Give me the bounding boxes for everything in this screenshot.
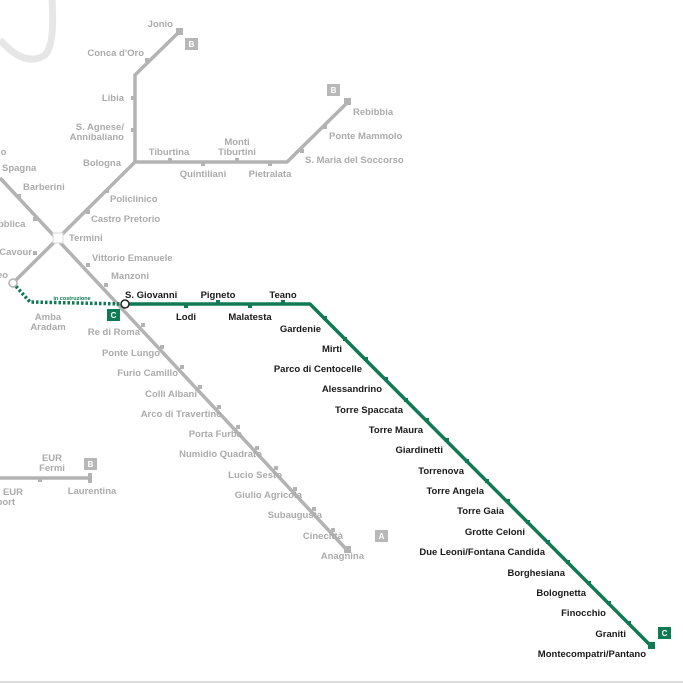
station-label[interactable]: Anagnina [321,551,365,562]
station-label[interactable]: Lucio Sesto [228,470,282,481]
station-label[interactable]: Libia [102,93,125,104]
line-c-labels: in costruzione Amba Aradam S. Giovanni L… [30,290,646,660]
station-label-partial[interactable]: bblica [0,219,26,230]
station-label[interactable]: Grotte Celoni [465,527,525,538]
svg-text:B: B [189,40,195,49]
station-label[interactable]: EUR [3,487,23,498]
station-label[interactable]: Malatesta [228,312,272,323]
colosseo-interchange [8,278,18,288]
station-label[interactable]: Due Leoni/Fontana Candida [419,547,545,558]
station-label[interactable]: Torre Maura [369,425,424,436]
termini-interchange [52,232,64,244]
station-label[interactable]: Colli Albani [145,389,197,400]
station-label[interactable]: Cavour [0,247,32,258]
station-label[interactable]: Finocchio [561,608,606,619]
station-label[interactable]: Torrenova [418,466,464,477]
svg-text:A: A [379,532,385,541]
station-label[interactable]: Laurentina [68,486,117,497]
station-label-partial[interactable]: Spagna [2,163,37,174]
line-a-labels: io Spagna bblica eo Barberini Vittorio E… [0,147,365,562]
station-label[interactable]: Monti [224,137,249,148]
station-label[interactable]: Amba [35,312,62,323]
svg-text:C: C [662,629,668,638]
station-label[interactable]: Cinecittà [303,531,344,542]
badge-b-south: B [84,458,97,470]
station-label[interactable]: Torre Spaccata [335,405,404,416]
station-label[interactable]: Annibaliano [70,132,125,143]
station-label[interactable]: Pietralata [249,169,292,180]
station-label[interactable]: Jonio [148,19,174,30]
station-label[interactable]: S. Agnese/ [76,122,125,133]
station-label[interactable]: alasport [0,497,16,508]
station-label[interactable]: EUR [42,453,62,464]
station-label[interactable]: Castro Pretorio [91,214,160,225]
station-label[interactable]: Tiburtina [149,147,190,158]
station-label[interactable]: Parco di Centocelle [274,364,362,375]
station-label-partial[interactable]: eo [0,270,8,281]
station-label[interactable]: Arco di Travertino [141,409,222,420]
station-label[interactable]: Giardinetti [395,445,443,456]
station-label[interactable]: Termini [69,233,103,244]
station-label[interactable]: Torre Gaia [457,506,505,517]
station-label[interactable]: Policlinico [110,194,158,205]
station-label[interactable]: Quintiliani [180,169,226,180]
station-label[interactable]: Bologna [83,158,122,169]
line-b-labels: Jonio Conca d'Oro Libia S. Agnese/ Annib… [0,19,404,508]
station-label[interactable]: Tiburtini [218,147,256,158]
badge-b-east: B [327,84,340,96]
station-label[interactable]: Subaugusta [268,510,323,521]
station-label[interactable]: Re di Roma [88,327,141,338]
station-label[interactable]: Borghesiana [507,568,565,579]
gray-station-ticks [17,28,351,553]
station-label[interactable]: Conca d'Oro [87,48,144,59]
station-label[interactable]: Ponte Mammolo [329,131,403,142]
station-label[interactable]: Teano [269,290,296,301]
station-label[interactable]: Bolognetta [536,588,586,599]
station-label[interactable]: Pigneto [201,290,236,301]
line-b [0,29,350,480]
station-label[interactable]: Torre Angela [426,486,484,497]
river [0,0,57,63]
svg-text:B: B [88,460,94,469]
station-label[interactable]: Lodi [176,312,196,323]
station-label[interactable]: Fermi [39,463,65,474]
station-label[interactable]: Numidio Quadrato [179,449,262,460]
svg-text:C: C [111,311,117,320]
bottom-divider [0,681,683,683]
station-label[interactable]: Mirti [322,344,342,355]
badge-c-west: C [107,309,120,321]
construction-label: in costruzione [53,296,90,302]
badge-a: A [375,530,388,542]
station-label[interactable]: Gardenie [280,324,321,335]
station-label[interactable]: Ponte Lungo [102,348,160,359]
badge-b-north: B [185,38,198,50]
station-label[interactable]: Vittorio Emanuele [92,253,173,264]
station-label[interactable]: Porta Furba [189,429,243,440]
svg-text:B: B [331,86,337,95]
station-label[interactable]: Aradam [30,322,65,333]
station-label[interactable]: Manzoni [111,271,149,282]
station-label-terminus[interactable]: Montecompatri/Pantano [538,649,646,660]
station-label-partial[interactable]: io [0,147,7,158]
station-label[interactable]: Alessandrino [322,384,382,395]
station-label[interactable]: S. Maria del Soccorso [305,155,404,166]
station-label[interactable]: Graniti [595,629,626,640]
station-label[interactable]: S. Giovanni [125,290,177,301]
badge-c-east: C [658,627,671,639]
line-c-station-ticks [184,300,655,649]
station-label[interactable]: Barberini [23,182,65,193]
s-giovanni-interchange[interactable] [120,299,130,309]
station-label[interactable]: Rebibbia [353,107,394,118]
station-label[interactable]: Furio Camillo [117,368,178,379]
station-label[interactable]: Giulio Agricola [235,490,303,501]
